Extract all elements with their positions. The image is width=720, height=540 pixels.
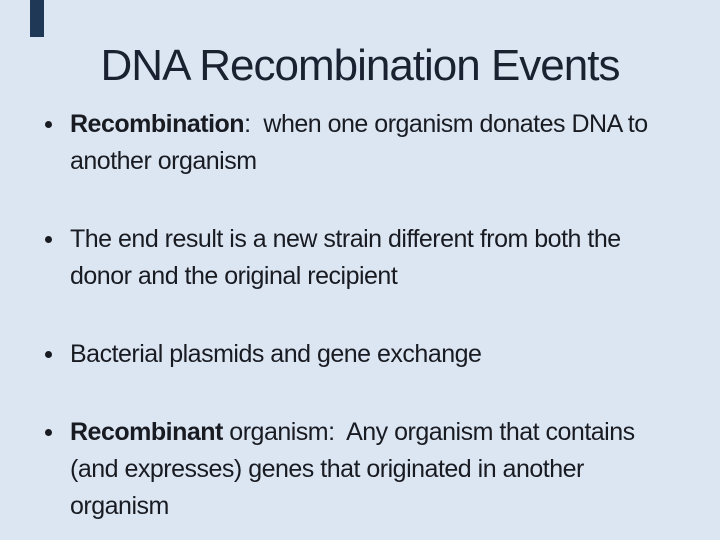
bullet-line: organism — [70, 488, 700, 525]
bullet-dot-icon — [45, 236, 52, 243]
bullet-line: Recombinant organism: Any organism that … — [70, 414, 700, 451]
slide-title: DNA Recombination Events — [100, 41, 621, 90]
bullet-text-segment: Recombination — [70, 110, 245, 138]
bullet-text-segment: Bacterial plasmids and gene exchange — [70, 340, 482, 368]
bullet-line: donor and the original recipient — [70, 258, 700, 295]
bullet-list: Recombination: when one organism donates… — [44, 106, 700, 525]
bullet-item: Bacterial plasmids and gene exchange — [44, 336, 700, 373]
bullet-line: Recombination: when one organism donates… — [70, 106, 700, 143]
bullet-text-segment: donor and the original recipient — [70, 262, 398, 290]
slide-accent-bar — [30, 0, 44, 37]
bullet-line: another organism — [70, 143, 700, 180]
bullet-text-segment: The end result is a new strain different… — [70, 225, 621, 253]
bullet-item: Recombination: when one organism donates… — [44, 106, 700, 180]
bullet-text-segment: (and expresses) genes that originated in… — [70, 455, 584, 483]
bullet-line: Bacterial plasmids and gene exchange — [70, 336, 700, 373]
bullet-text-segment: organism: Any organism that contains — [222, 418, 635, 446]
bullet-text-segment: : when one organism donates DNA to — [244, 110, 648, 138]
bullet-dot-icon — [45, 429, 52, 436]
bullet-text-segment: another organism — [70, 147, 257, 175]
bullet-item: Recombinant organism: Any organism that … — [44, 414, 700, 525]
bullet-line: (and expresses) genes that originated in… — [70, 451, 700, 488]
bullet-item: The end result is a new strain different… — [44, 221, 700, 295]
bullet-dot-icon — [45, 351, 52, 358]
bullet-text-segment: Recombinant — [70, 418, 223, 446]
bullet-line: The end result is a new strain different… — [70, 221, 700, 258]
bullet-dot-icon — [45, 121, 52, 128]
bullet-text-segment: organism — [70, 492, 169, 520]
